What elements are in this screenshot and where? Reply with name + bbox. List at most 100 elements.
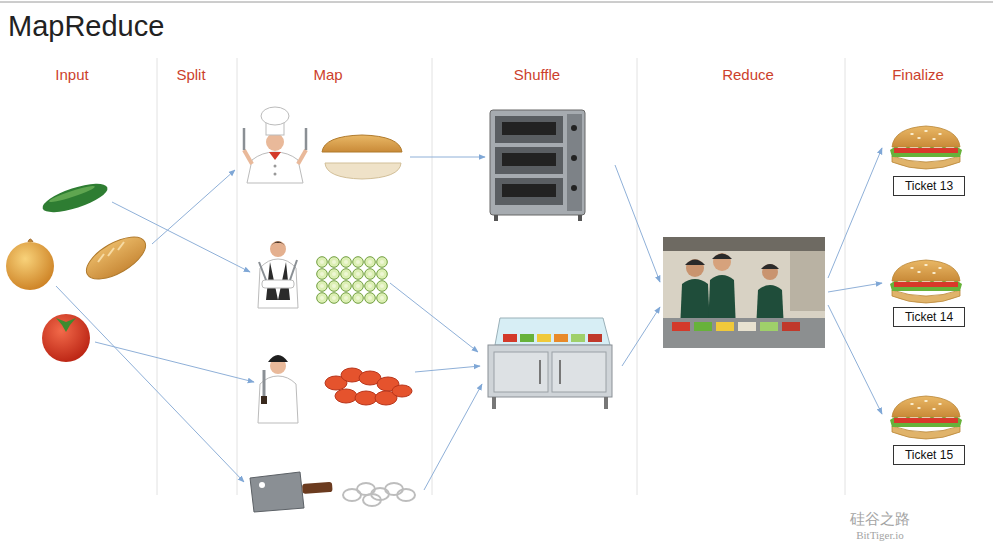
chef-figure: [269, 152, 281, 160]
column-header: Input: [55, 65, 88, 85]
oven-icon: [495, 147, 563, 174]
salad-counter: [488, 318, 612, 409]
flow-arrow: [390, 283, 478, 352]
chef-figure: [261, 107, 289, 125]
column-divider: [157, 58, 158, 495]
oven-icon: [502, 153, 556, 166]
label-wrap: 硅谷之路: [850, 510, 910, 528]
column-header: Reduce: [722, 65, 774, 85]
kitchen-photo: [686, 259, 704, 277]
tomato-slices: [392, 385, 412, 397]
salad-counter: [492, 397, 496, 409]
chef-figure: [298, 150, 306, 164]
cucumber-icon: [40, 178, 111, 218]
cucumber-icon: [40, 178, 111, 218]
oven-icon: [571, 155, 577, 161]
kitchen-photo: [663, 237, 825, 348]
flow-arrow: [415, 366, 480, 372]
kitchen-photo: [713, 253, 731, 271]
flow-arrow: [112, 202, 250, 272]
flow-arrow: [828, 148, 882, 278]
ticket-label: Ticket 14: [902, 309, 956, 325]
column-divider: [432, 58, 433, 495]
onion-rings: [363, 494, 381, 506]
top-rule: [0, 2, 993, 3]
kitchen-photo: [762, 264, 778, 280]
ticket-label: Ticket 15: [902, 447, 956, 463]
cucumber-icon: [48, 184, 96, 205]
kitchen-photo: [663, 237, 825, 348]
bread-halves: [322, 135, 402, 179]
oven-icon: [571, 185, 577, 191]
chef-figure: [243, 128, 246, 150]
flow-arrow: [622, 307, 660, 366]
chef-figure: [270, 242, 286, 248]
cleaver-icon: [250, 472, 304, 512]
watermark: BitTiger.io: [856, 528, 904, 542]
sandwich-icon: [890, 396, 962, 439]
flow-arrow: [828, 305, 882, 414]
cucumber-slices: [316, 256, 388, 304]
ticket-box: Ticket 14: [893, 307, 965, 327]
cleaver-icon: [259, 482, 265, 488]
kitchen-photo: [672, 322, 690, 331]
tomato-icon: [42, 314, 90, 362]
salad-counter: [539, 360, 541, 384]
salad-counter: [488, 345, 612, 397]
sandwich-icon: [890, 260, 962, 303]
salad-counter: [520, 334, 534, 342]
salad-counter: [571, 334, 585, 342]
label-wrap: Reduce: [722, 65, 774, 85]
chef-figure: [305, 128, 308, 150]
tomato-icon: [42, 314, 90, 362]
chef-figure: [258, 259, 298, 308]
chef-figure: [274, 165, 277, 168]
tomato-slices: [325, 368, 412, 405]
oven-icon: [494, 215, 498, 221]
bread-halves: [325, 163, 401, 179]
chef-figure: [266, 133, 284, 151]
flow-arrow: [615, 165, 660, 282]
chef-figure: [247, 152, 303, 183]
kitchen-photo: [716, 322, 734, 331]
chef-figure: [258, 355, 298, 423]
flow-arrow: [424, 384, 482, 490]
flow-arrow: [152, 170, 235, 244]
column-divider: [637, 58, 638, 495]
kitchen-photo: [663, 318, 825, 348]
sandwich-icon: [890, 126, 962, 169]
tomato-slices: [355, 391, 377, 405]
onion-icon: [28, 239, 33, 242]
salad-counter: [495, 318, 610, 345]
bread-icon: [80, 229, 152, 288]
flow-arrow: [56, 286, 244, 482]
flow-arrow: [410, 157, 485, 158]
chef-figure: [244, 150, 252, 164]
oven-icon: [495, 116, 563, 143]
chef-figure: [270, 241, 286, 257]
salad-counter: [537, 334, 551, 342]
salad-counter: [503, 334, 517, 342]
onion-rings: [397, 489, 415, 501]
chef-figure: [290, 260, 297, 280]
bread-halves: [322, 135, 402, 152]
column-header: Finalize: [892, 65, 944, 85]
oven-icon: [490, 110, 585, 215]
column-divider: [845, 58, 846, 495]
kitchen-photo: [760, 322, 778, 331]
salad-counter: [552, 352, 606, 392]
column-divider: [237, 58, 238, 495]
salad-counter: [554, 334, 568, 342]
title-wrap: MapReduce: [8, 9, 164, 43]
ticket-box: Ticket 13: [893, 176, 965, 196]
label-wrap: Input: [55, 65, 88, 85]
title: MapReduce: [8, 9, 164, 43]
onion-icon: [6, 239, 54, 290]
oven-icon: [567, 114, 582, 211]
onion-rings: [385, 483, 403, 495]
kitchen-photo: [712, 254, 732, 260]
chef-figure: [258, 241, 298, 308]
bread-icon: [98, 242, 124, 262]
